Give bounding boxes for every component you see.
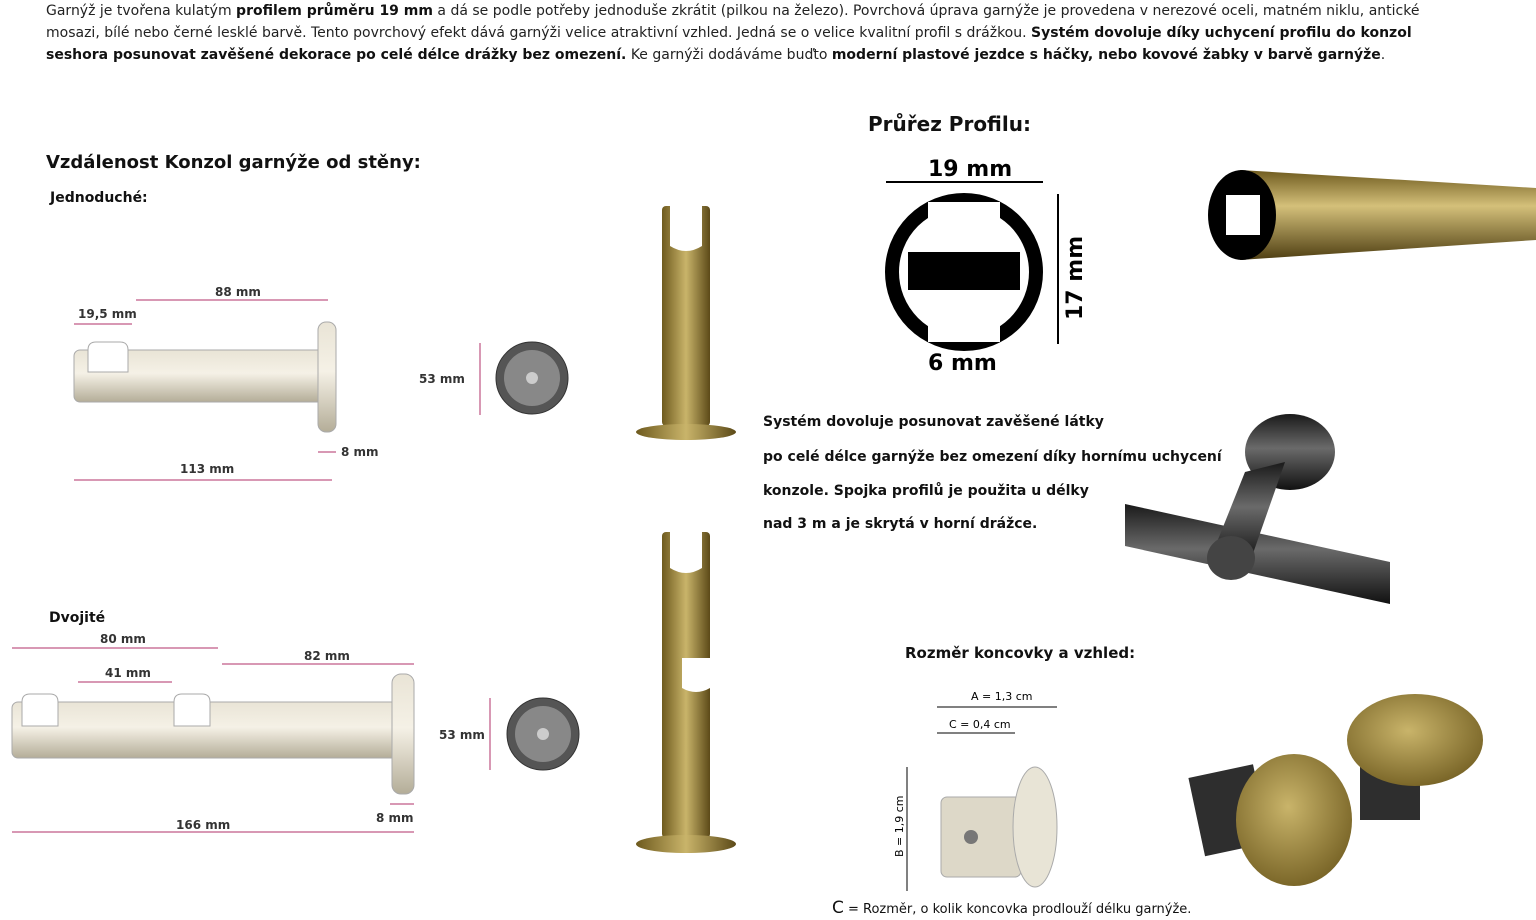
endcap-note-text: = Rozměr, o kolik koncovka prodlouží dél… — [843, 902, 1192, 917]
black-rod — [1125, 504, 1390, 604]
single-plate-diagram: 53 mm — [419, 341, 569, 415]
double-dim-a: 80 mm — [100, 632, 146, 646]
single-brass-tube — [662, 206, 710, 426]
endcap-note: C = Rozměr, o kolik koncovka prodlouží d… — [832, 898, 1191, 918]
intro-bold-3: moderní plastové jezdce s háčky, nebo ko… — [831, 47, 1381, 63]
single-bracket-diagram: 19,5 mm 88 mm 113 mm 8 mm — [73, 285, 379, 481]
profile-width-label: 19 mm — [928, 157, 1012, 182]
single-bracket-cradle — [87, 341, 129, 373]
intro-bold-1: profilem průměru 19 mm — [236, 3, 433, 19]
single-dim-c: 113 mm — [180, 462, 234, 476]
intro-text-2: a dá se podle potřeby jednoduše zkrátit … — [46, 3, 1420, 41]
endcap-dim-a: A = 1,3 cm — [971, 690, 1033, 703]
double-plate-diagram: 53 mm — [439, 697, 580, 771]
system-text-2: po celé délce garnýže bez omezení díky h… — [763, 449, 1222, 465]
double-dim-c: 82 mm — [304, 649, 350, 663]
intro-text-4: . — [1380, 47, 1386, 63]
profile-height-label: 17 mm — [1063, 236, 1088, 320]
profile-cross-section: 19 mm 17 mm 6 mm — [885, 157, 1088, 376]
single-brass-bracket — [636, 206, 736, 440]
distance-heading: Vzdálenost Konzol garnýže od stěny: — [46, 152, 421, 173]
double-brass-base — [636, 835, 736, 853]
single-brass-base — [636, 424, 736, 440]
black-rod-bracket-image — [1125, 414, 1390, 604]
double-dim-b: 41 mm — [105, 666, 151, 680]
system-text-1: Systém dovoluje posunovat zavěšené látky — [763, 414, 1104, 430]
endcap-disc — [1012, 766, 1058, 888]
intro-bold-2: Systém dovoluje díky uchycení profilu do… — [46, 25, 1412, 63]
double-dim-d: 166 mm — [176, 818, 230, 832]
single-heading: Jednoduché: — [50, 190, 148, 206]
system-text-4: nad 3 m a je skrytá v horní drážce. — [763, 516, 1038, 532]
profile-slot-label: 6 mm — [928, 351, 997, 376]
endcap-dim-c: C = 0,4 cm — [949, 718, 1011, 731]
double-heading: Dvojité — [49, 610, 106, 626]
single-bracket-plate — [317, 321, 337, 433]
double-bracket-diagram: 80 mm 41 mm 82 mm 166 mm 8 mm — [11, 632, 415, 833]
endcap-diagram: A = 1,3 cm C = 0,4 cm B = 1,9 cm — [893, 690, 1058, 891]
brass-endcaps-image — [1188, 694, 1483, 886]
endcap-left-disc — [1236, 754, 1352, 886]
single-dim-b: 88 mm — [215, 285, 261, 299]
profile-heading: Průřez Profilu: — [868, 112, 1031, 136]
double-dim-e: 8 mm — [376, 811, 414, 825]
system-text-3: konzole. Spojka profilů je použita u dél… — [763, 483, 1089, 499]
intro-text-3: Ke garnýži dodáváme buďto — [626, 47, 832, 63]
single-dim-d: 8 mm — [341, 445, 379, 459]
intro-paragraph: Garnýž je tvořena kulatým profilem průmě… — [46, 0, 1436, 66]
endcap-note-letter: C — [832, 898, 844, 918]
single-dim-a: 19,5 mm — [78, 307, 137, 321]
double-bracket-cradle — [173, 693, 211, 727]
endcap-dim-b: B = 1,9 cm — [893, 795, 906, 857]
double-brass-bracket — [636, 532, 736, 853]
single-plate-dim: 53 mm — [419, 372, 465, 386]
endcap-right-disc — [1347, 694, 1483, 786]
endcap-body — [940, 796, 1022, 878]
profile-outline — [885, 193, 1043, 351]
double-bracket-plate — [391, 673, 415, 795]
brass-rod-image — [1208, 170, 1536, 260]
intro-text-1: Garnýž je tvořena kulatým — [46, 3, 237, 19]
endcap-heading: Rozměr koncovky a vzhled: — [905, 644, 1136, 662]
double-plate-dim: 53 mm — [439, 728, 485, 742]
